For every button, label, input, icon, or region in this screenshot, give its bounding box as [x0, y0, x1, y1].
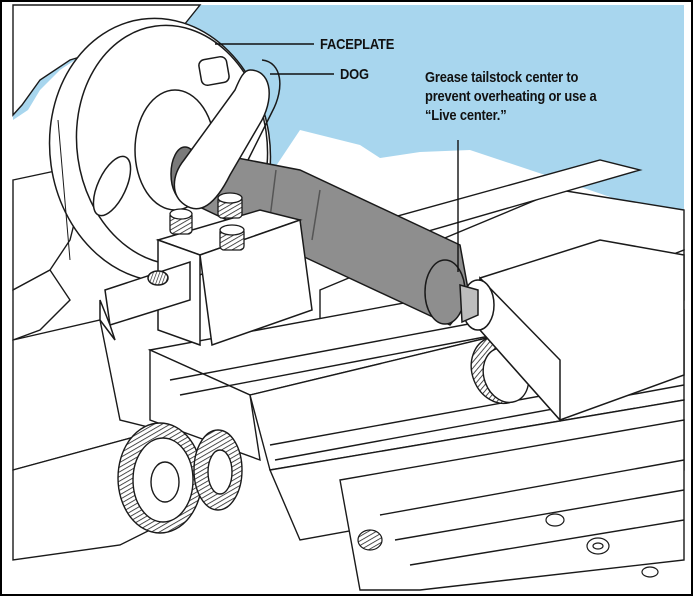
- grease-note-line-2: prevent overheating or use a: [425, 88, 597, 105]
- grease-note-line-3: “Live center.”: [425, 107, 507, 124]
- lathe-dog: [173, 59, 281, 210]
- bed-screws: [545, 513, 659, 578]
- grease-tailstock-note: Grease tailstock center to prevent overh…: [425, 68, 657, 125]
- dog-label: DOG: [340, 66, 369, 83]
- faceplate-label: FACEPLATE: [320, 36, 395, 53]
- grease-note-line-1: Grease tailstock center to: [425, 69, 579, 86]
- callout-leaders: [215, 43, 459, 272]
- gib-screw: [357, 529, 383, 551]
- tool-post-screws: [169, 192, 245, 251]
- cross-slide-handwheel: [117, 422, 243, 534]
